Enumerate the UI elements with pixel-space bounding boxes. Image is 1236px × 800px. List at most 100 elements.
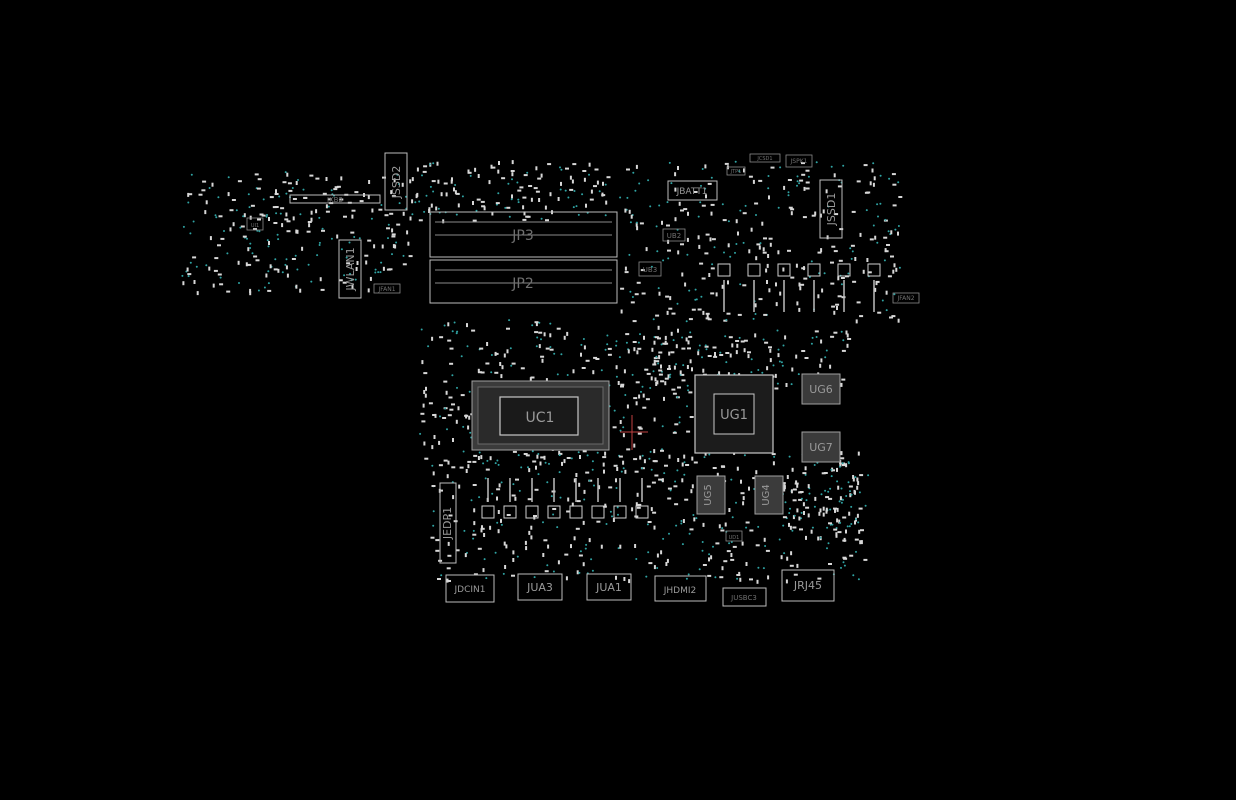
smd-pad	[452, 438, 454, 442]
smd-pad	[684, 282, 687, 287]
chip-ub2[interactable]: UB2	[662, 228, 686, 242]
smd-pad	[202, 180, 207, 183]
connector-jtp1[interactable]: JTP1	[726, 166, 746, 176]
smd-pad	[380, 261, 383, 264]
smd-pad	[598, 485, 601, 490]
smd-pad	[658, 204, 661, 207]
smd-pad	[605, 200, 608, 205]
connector-jbatt1[interactable]: JBATT1	[667, 180, 718, 201]
smd-pad	[437, 207, 440, 210]
chip-ui1[interactable]: UI1	[246, 217, 264, 231]
smd-pad	[447, 339, 452, 342]
smd-pad	[453, 187, 455, 192]
smd-pad	[232, 222, 235, 227]
smd-pad	[672, 339, 675, 342]
smd-pad	[381, 244, 384, 249]
chip-ug1[interactable]: UG1	[694, 374, 774, 454]
smd-pad	[837, 295, 842, 298]
smd-pad	[840, 330, 843, 333]
smd-pad	[448, 514, 453, 517]
connector-jedp1[interactable]: JEDP1	[439, 482, 457, 564]
chip-uc1[interactable]: UC1	[471, 380, 610, 451]
smd-pad	[494, 351, 497, 356]
smd-pad	[545, 347, 550, 350]
smd-pad	[420, 328, 423, 331]
smd-pad	[591, 468, 594, 471]
smd-pad	[819, 508, 822, 513]
connector-jssd2[interactable]: JSSD2	[384, 152, 408, 211]
smd-pad	[678, 416, 681, 419]
connector-jusbc3[interactable]: JUSBC3	[722, 587, 767, 607]
smd-pad	[522, 196, 527, 199]
smd-pad	[187, 273, 192, 276]
smd-pad	[275, 212, 278, 215]
smd-pad	[480, 200, 485, 203]
smd-pad	[835, 532, 838, 537]
smd-pad	[296, 229, 299, 234]
chip-ug6[interactable]: UG6	[801, 373, 841, 405]
connector-jkb2[interactable]: JKB2	[289, 194, 381, 204]
smd-pad	[674, 217, 677, 222]
smd-pad	[498, 483, 501, 488]
smd-pad	[854, 538, 859, 541]
connector-jhdmi2[interactable]: JHDMI2	[654, 575, 707, 602]
smd-pad	[765, 549, 770, 552]
smd-pad	[653, 340, 656, 345]
connector-jua1[interactable]: JUA1	[586, 573, 632, 601]
smd-pad	[584, 547, 587, 550]
connector-jrj45[interactable]: JRJ45	[781, 569, 835, 602]
smd-pad	[680, 209, 684, 212]
smd-pad	[783, 185, 786, 190]
connector-jfan1[interactable]: JFAN1	[373, 283, 401, 294]
smd-pad	[719, 351, 722, 354]
connector-jcsd1[interactable]: JCSD1	[749, 153, 781, 163]
jp3-label: JP3	[511, 228, 533, 244]
smd-pad	[269, 264, 272, 269]
smd-pad	[231, 199, 236, 201]
smd-pad	[685, 337, 688, 342]
smd-pad	[750, 227, 753, 232]
smd-pad	[738, 170, 741, 173]
smd-pad	[897, 231, 899, 236]
smd-pad	[615, 344, 618, 347]
smd-pad	[454, 190, 457, 195]
chip-ug5[interactable]: UG5	[696, 475, 726, 515]
jssd1-label: JSSD1	[825, 193, 838, 227]
connector-jfan2[interactable]: JFAN2	[892, 292, 920, 304]
smd-pad	[459, 466, 464, 469]
smd-pad	[869, 181, 872, 186]
smd-pad	[280, 207, 285, 210]
connector-jua3[interactable]: JUA3	[517, 573, 563, 601]
smd-pad	[875, 281, 878, 286]
smd-pad	[646, 485, 651, 488]
smd-pad	[470, 499, 473, 502]
smd-pad	[547, 544, 550, 549]
smd-pad	[476, 198, 481, 201]
smd-pad	[733, 372, 736, 375]
chip-ug4[interactable]: UG4	[754, 475, 784, 515]
smd-pad	[251, 252, 254, 255]
smd-pad	[829, 508, 832, 511]
smd-pad	[423, 165, 428, 168]
connector-jspk1[interactable]: JSPK1	[785, 154, 813, 168]
smd-pad	[693, 461, 698, 464]
smd-pad	[740, 492, 745, 495]
smd-pad	[729, 353, 732, 358]
connector-jssd1[interactable]: JSSD1	[819, 179, 843, 239]
smd-pad	[822, 209, 825, 214]
connector-jdcin1[interactable]: JDCIN1	[445, 574, 495, 603]
smd-pad	[824, 356, 827, 359]
smd-pad	[431, 180, 436, 183]
chip-ub3[interactable]: UB3	[638, 261, 662, 277]
smd-pad	[671, 388, 676, 391]
chip-ud1[interactable]: UD1	[725, 530, 743, 542]
smd-pad	[866, 258, 869, 262]
memory-slot-jp3[interactable]: JP3	[429, 211, 618, 258]
chip-ug7[interactable]: UG7	[801, 431, 841, 463]
smd-pad	[633, 397, 638, 400]
smd-pad	[703, 456, 706, 459]
smd-pad	[790, 383, 793, 386]
smd-pad	[570, 544, 572, 549]
connector-jwlan1[interactable]: JWLAN1	[338, 239, 362, 299]
memory-slot-jp2[interactable]: JP2	[429, 259, 618, 304]
